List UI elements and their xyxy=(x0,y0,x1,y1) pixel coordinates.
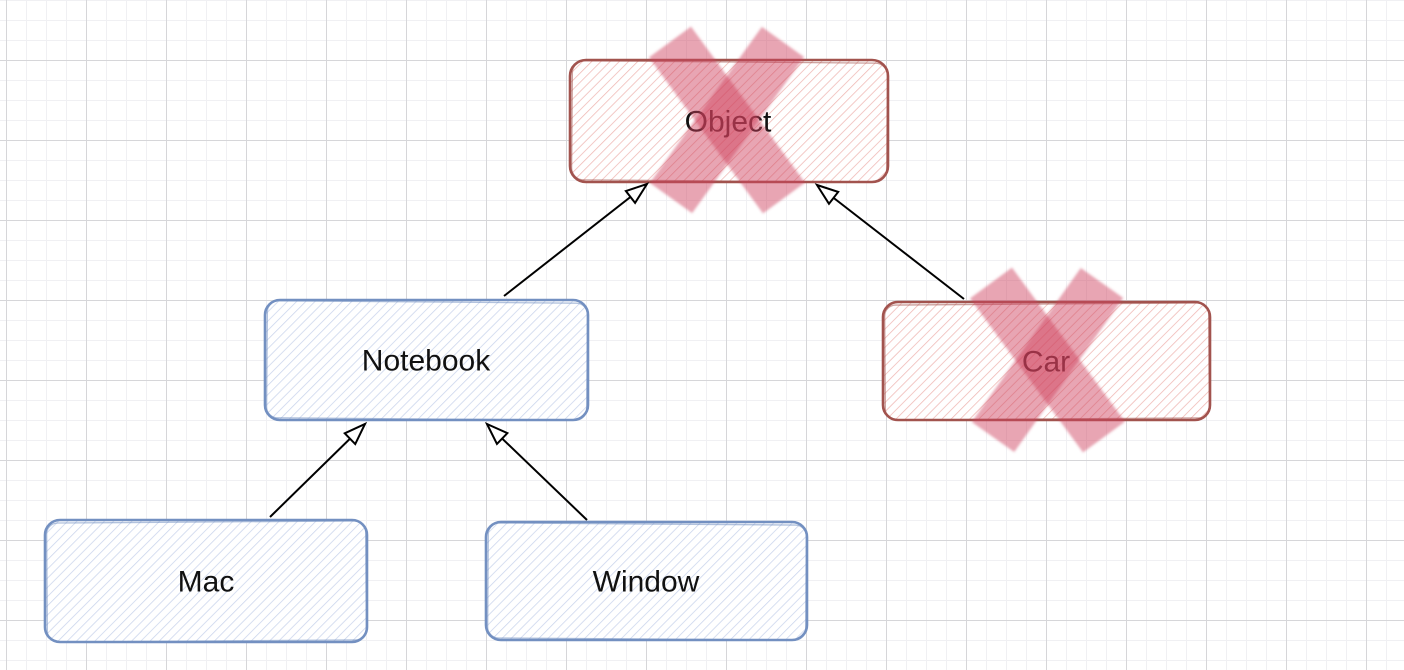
node-window[interactable]: Window xyxy=(484,520,809,642)
node-notebook-hatch xyxy=(265,300,588,420)
node-mac-label: Mac xyxy=(178,566,235,599)
node-mac-hatch xyxy=(45,520,367,642)
node-window-label: Window xyxy=(593,566,700,599)
edge-notebook-to-object-line xyxy=(503,182,650,297)
node-object-border xyxy=(568,58,890,184)
node-notebook[interactable]: Notebook xyxy=(263,298,590,422)
cross-out-car-stroke-2 xyxy=(971,267,1124,453)
edge-car-to-object-line xyxy=(814,183,965,300)
node-window-hatch xyxy=(486,522,807,640)
edge-car-to-object[interactable] xyxy=(814,183,965,300)
node-mac-border xyxy=(43,518,369,644)
node-notebook-border xyxy=(263,298,590,422)
edge-window-to-notebook-line xyxy=(484,421,588,521)
edge-window-to-notebook[interactable] xyxy=(484,421,588,521)
edge-notebook-to-object[interactable] xyxy=(503,182,650,297)
node-window-border xyxy=(484,520,809,642)
cross-out-object[interactable] xyxy=(649,26,805,214)
cross-out-car[interactable] xyxy=(970,267,1125,453)
edge-mac-to-notebook[interactable] xyxy=(269,421,368,518)
node-car-border xyxy=(881,300,1212,422)
node-notebook-label: Notebook xyxy=(362,345,491,378)
cross-out-object-stroke-2 xyxy=(649,26,805,214)
edge-mac-to-notebook-line xyxy=(269,421,368,518)
node-mac[interactable]: Mac xyxy=(43,518,369,644)
